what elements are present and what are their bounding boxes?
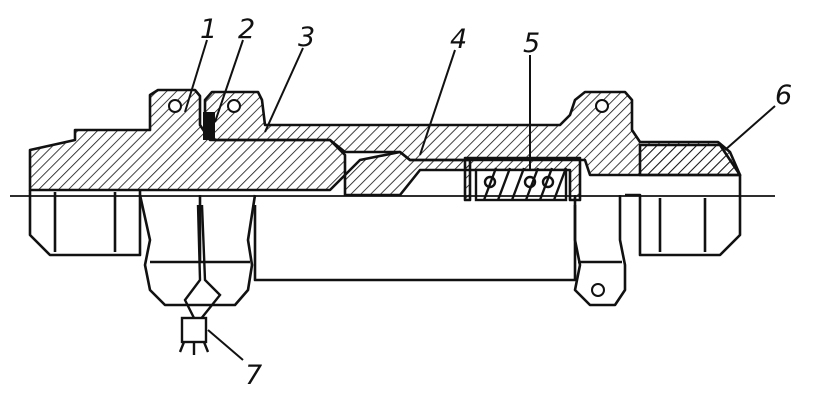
body-section: [28, 88, 742, 202]
callout-6: 6: [775, 80, 792, 111]
callout-7: 7: [245, 360, 262, 391]
lockwire-seal: [178, 204, 222, 355]
spring: [474, 167, 568, 202]
housing-section: [203, 90, 742, 177]
left-fitting-section: [28, 88, 347, 192]
callout-2: 2: [238, 14, 255, 45]
callout-3: 3: [298, 22, 315, 53]
callout-1: 1: [200, 14, 217, 45]
seal-ring: [203, 112, 215, 140]
callout-5: 5: [523, 28, 540, 59]
bolts: [168, 99, 609, 297]
leader-lines: [184, 39, 776, 361]
callout-4: 4: [450, 24, 467, 55]
